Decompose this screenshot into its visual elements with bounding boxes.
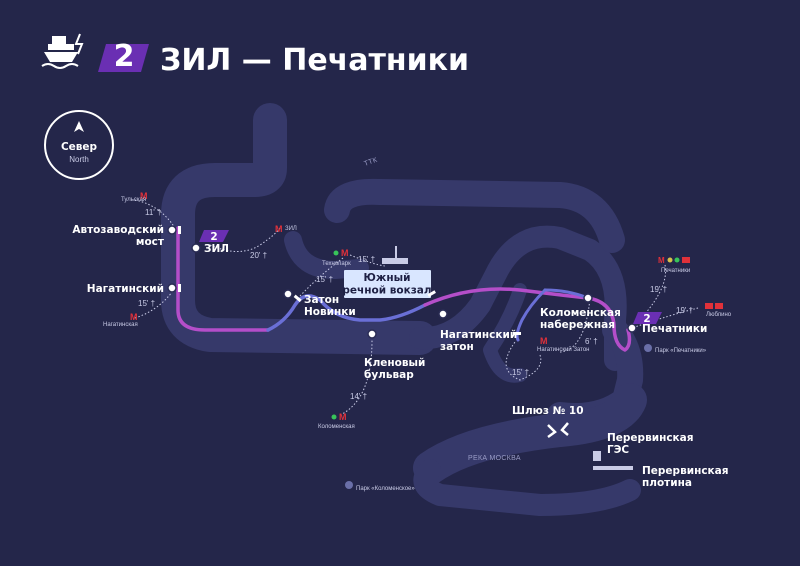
compass-label-ru: Север xyxy=(61,141,98,153)
route-number: 2 xyxy=(114,39,135,74)
park-pechatniki-label: Парк «Печатники» xyxy=(655,348,707,354)
river-station-icon xyxy=(382,246,408,264)
metro-icon: М xyxy=(540,336,548,346)
ttk-label: ТТК xyxy=(363,156,379,167)
dam-marker xyxy=(593,466,633,470)
metro-nagatinskaya-label: Нагатинская xyxy=(103,322,138,328)
compass-label-en: North xyxy=(69,155,89,164)
metro-nagatinsky-zaton: М Нагатинский Затон 15' † 6' † xyxy=(512,336,598,377)
page-title: ЗИЛ — Печатники xyxy=(160,43,469,78)
walk-pechatniki: 19' † xyxy=(650,285,667,294)
metro-pechatniki: М Печатники 19' † xyxy=(650,256,690,294)
pier-nagatinsky-label: Нагатинский xyxy=(87,283,164,295)
pier-zil[interactable]: ЗИЛ 2 xyxy=(191,230,229,255)
metro-zil: М ЗИЛ 20' † xyxy=(250,224,297,260)
metro-pechatniki-label: Печатники xyxy=(661,268,690,274)
walk-tulskaya: 11' † xyxy=(145,208,162,217)
metro-nagatinsky-zaton-label: Нагатинский Затон xyxy=(537,346,590,353)
tree-icon xyxy=(644,344,652,352)
walk-tekhnopark-a: 15' † xyxy=(316,275,333,284)
transfer-badge: 2 xyxy=(210,231,217,243)
walk-lyublino: 19' † xyxy=(676,306,693,315)
metro-icon: М xyxy=(658,256,665,265)
metro-lyublino: Люблино 19' † xyxy=(676,303,732,318)
pier-zil-label: ЗИЛ xyxy=(204,243,229,255)
park-kolomenskoe: Парк «Коломенское» xyxy=(345,481,415,492)
walk-nagatinsky-zaton-b: 6' † xyxy=(585,337,598,346)
park-kolomenskoe-label: Парк «Коломенское» xyxy=(356,486,415,492)
boat-logo-icon xyxy=(41,33,84,69)
walk-nagatinskaya: 15' † xyxy=(138,299,155,308)
walk-nagatinsky-zaton-a: 15' † xyxy=(512,368,529,377)
metro-icon: М xyxy=(130,312,138,322)
walk-kolomenskaya: 14' † xyxy=(350,392,367,401)
metro-icon: М xyxy=(275,224,283,234)
metro-kolomenskaya: М Коломенская 14' † xyxy=(318,392,367,430)
route-number-badge xyxy=(98,44,149,72)
walk-tekhnopark-b: 15' † xyxy=(358,255,375,264)
tree-icon xyxy=(345,481,353,489)
metro-icon: М xyxy=(339,412,347,422)
metro-kolomenskaya-label: Коломенская xyxy=(318,424,355,430)
walk-zil: 20' † xyxy=(250,251,267,260)
metro-tekhnopark: М Технопарк 15' † 15' † xyxy=(316,248,375,284)
compass-arrow-icon xyxy=(74,121,84,132)
transfer-badge-pechatniki: 2 xyxy=(643,313,650,325)
metro-nagatinskaya: М Нагатинская 15' † xyxy=(103,299,155,328)
pier-nagatinsky[interactable]: Нагатинский xyxy=(87,283,181,295)
metro-icon: М xyxy=(140,191,148,201)
river-moskva-label: РЕКА МОСКВА xyxy=(468,455,521,462)
lock-label: Шлюз № 10 xyxy=(512,405,584,417)
park-pechatniki: Парк «Печатники» xyxy=(644,344,707,354)
metro-lyublino-label: Люблино xyxy=(706,312,732,318)
metro-zil-label: ЗИЛ xyxy=(285,226,297,232)
lock-icon xyxy=(547,422,569,439)
pier-pechatniki[interactable]: 2 Печатники xyxy=(627,312,707,335)
metro-icon: М xyxy=(341,248,349,258)
ges-marker xyxy=(593,451,601,461)
pier-pechatniki-label: Печатники xyxy=(642,323,707,335)
metro-tekhnopark-label: Технопарк xyxy=(322,261,351,267)
compass: Север North xyxy=(44,110,114,180)
metro-tulskaya: М Тульская 11' † xyxy=(121,191,162,217)
metro-tulskaya-label: Тульская xyxy=(121,197,146,203)
